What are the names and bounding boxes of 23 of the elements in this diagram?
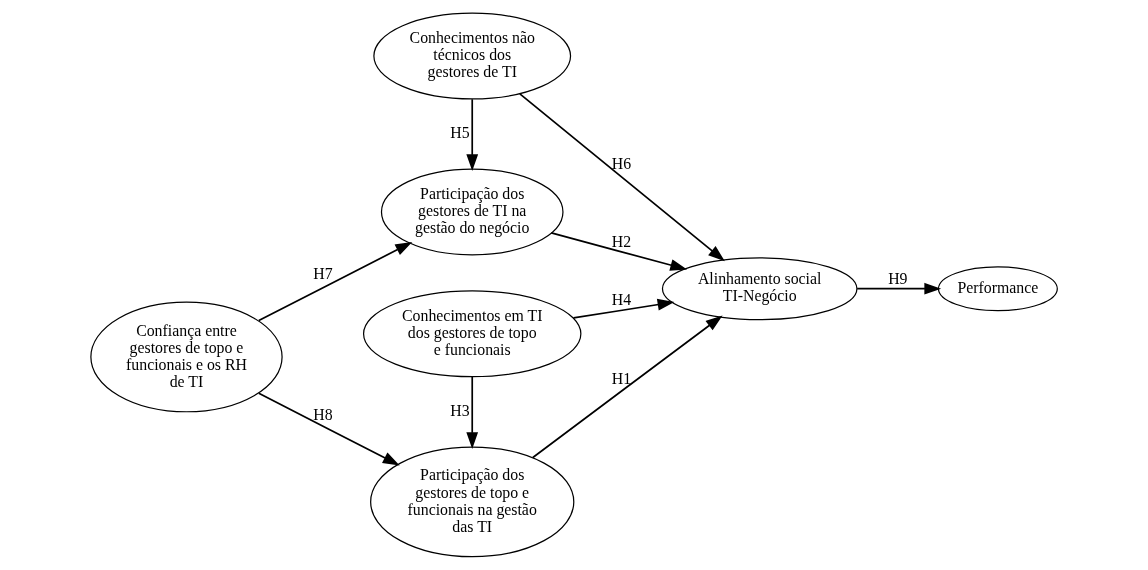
edge-label: H2 — [611, 232, 632, 250]
node-ellipse: Conhecimentos não técnicos dos gestores de TI — [373, 12, 572, 100]
edge-label: H7 — [313, 265, 333, 283]
node-ellipse: Performance — [937, 266, 1058, 312]
edge-label: H1 — [611, 370, 632, 388]
edge-label: H4 — [611, 291, 632, 309]
arrow — [519, 93, 725, 262]
arrow — [466, 98, 479, 172]
edge-label: H3 — [450, 401, 470, 419]
arrow — [856, 282, 942, 295]
arrow — [550, 232, 688, 271]
arrow — [257, 242, 413, 322]
edge-label: H9 — [888, 270, 908, 288]
edge-label: H8 — [313, 405, 333, 423]
node-ellipse: Participação dos gestores de topo e funcionais na gestão das TI — [370, 446, 575, 558]
node-ellipse: Conhecimentos em TI dos gestores de topo e funcionais — [362, 290, 582, 378]
edge-label: H5 — [450, 124, 470, 142]
arrow — [532, 315, 723, 459]
arrow — [257, 392, 400, 466]
arrow — [466, 376, 479, 449]
arrow — [572, 298, 675, 319]
edge-label: H6 — [611, 154, 632, 172]
node-ellipse: Confiança entre gestores de topo e funcionais e os RH de TI — [90, 301, 283, 413]
